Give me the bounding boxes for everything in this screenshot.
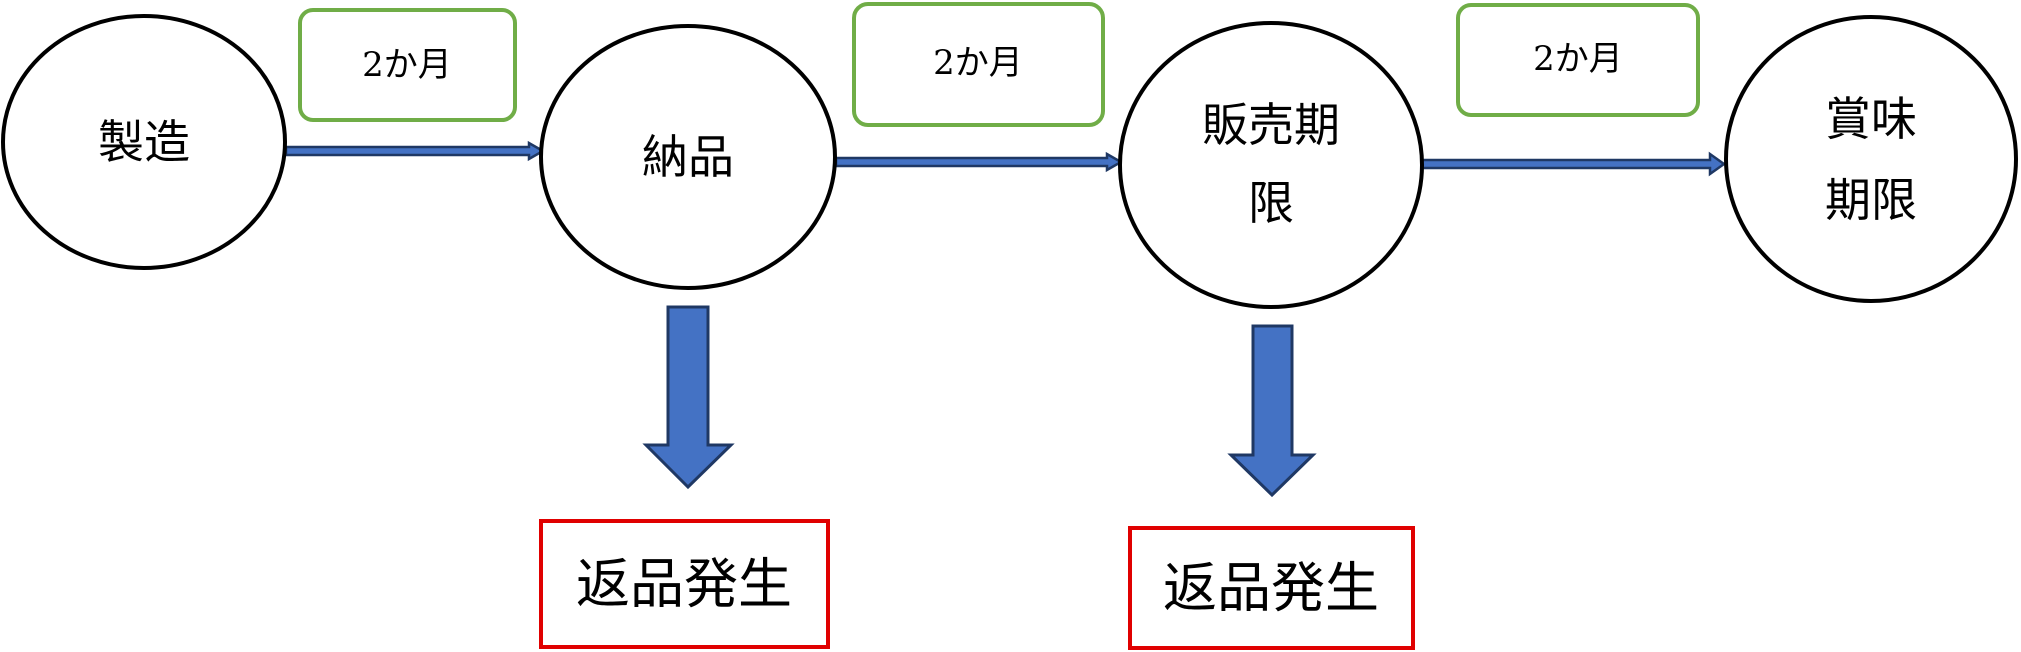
node-sell-by-label-line-2: 限 (1248, 176, 1294, 230)
return-box-2: 返品発生 (1128, 526, 1415, 650)
interval-box-2: 2か月 (852, 2, 1105, 127)
interval-label-2: 2か月 (933, 43, 1023, 83)
node-manufacture: 製造 (1, 14, 287, 270)
flow-arrow-sell-by-to-best-before (1420, 151, 1727, 177)
node-best-before-label-line-1: 賞味 (1825, 92, 1917, 146)
return-label-1: 返品発生 (576, 553, 792, 616)
interval-box-1: 2か月 (298, 8, 517, 122)
node-best-before-label-line-2: 期限 (1825, 173, 1917, 227)
node-sell-by: 販売期 限 (1118, 21, 1424, 309)
down-arrow-sell-by-return (1227, 324, 1317, 498)
interval-box-3: 2か月 (1456, 3, 1700, 117)
return-label-2: 返品発生 (1163, 557, 1379, 620)
flow-arrow-manufacture-to-delivery (284, 140, 546, 162)
flow-arrow-delivery-to-sell-by (834, 151, 1124, 173)
interval-label-3: 2か月 (1533, 39, 1623, 79)
interval-label-1: 2か月 (362, 45, 452, 85)
return-box-1: 返品発生 (539, 519, 830, 649)
node-best-before: 賞味 期限 (1724, 15, 2018, 303)
node-delivery-label: 納品 (642, 130, 734, 184)
node-sell-by-label-line-1: 販売期 (1202, 98, 1340, 152)
node-delivery: 納品 (539, 24, 837, 290)
down-arrow-delivery-return (642, 305, 735, 490)
node-manufacture-label: 製造 (98, 115, 190, 169)
